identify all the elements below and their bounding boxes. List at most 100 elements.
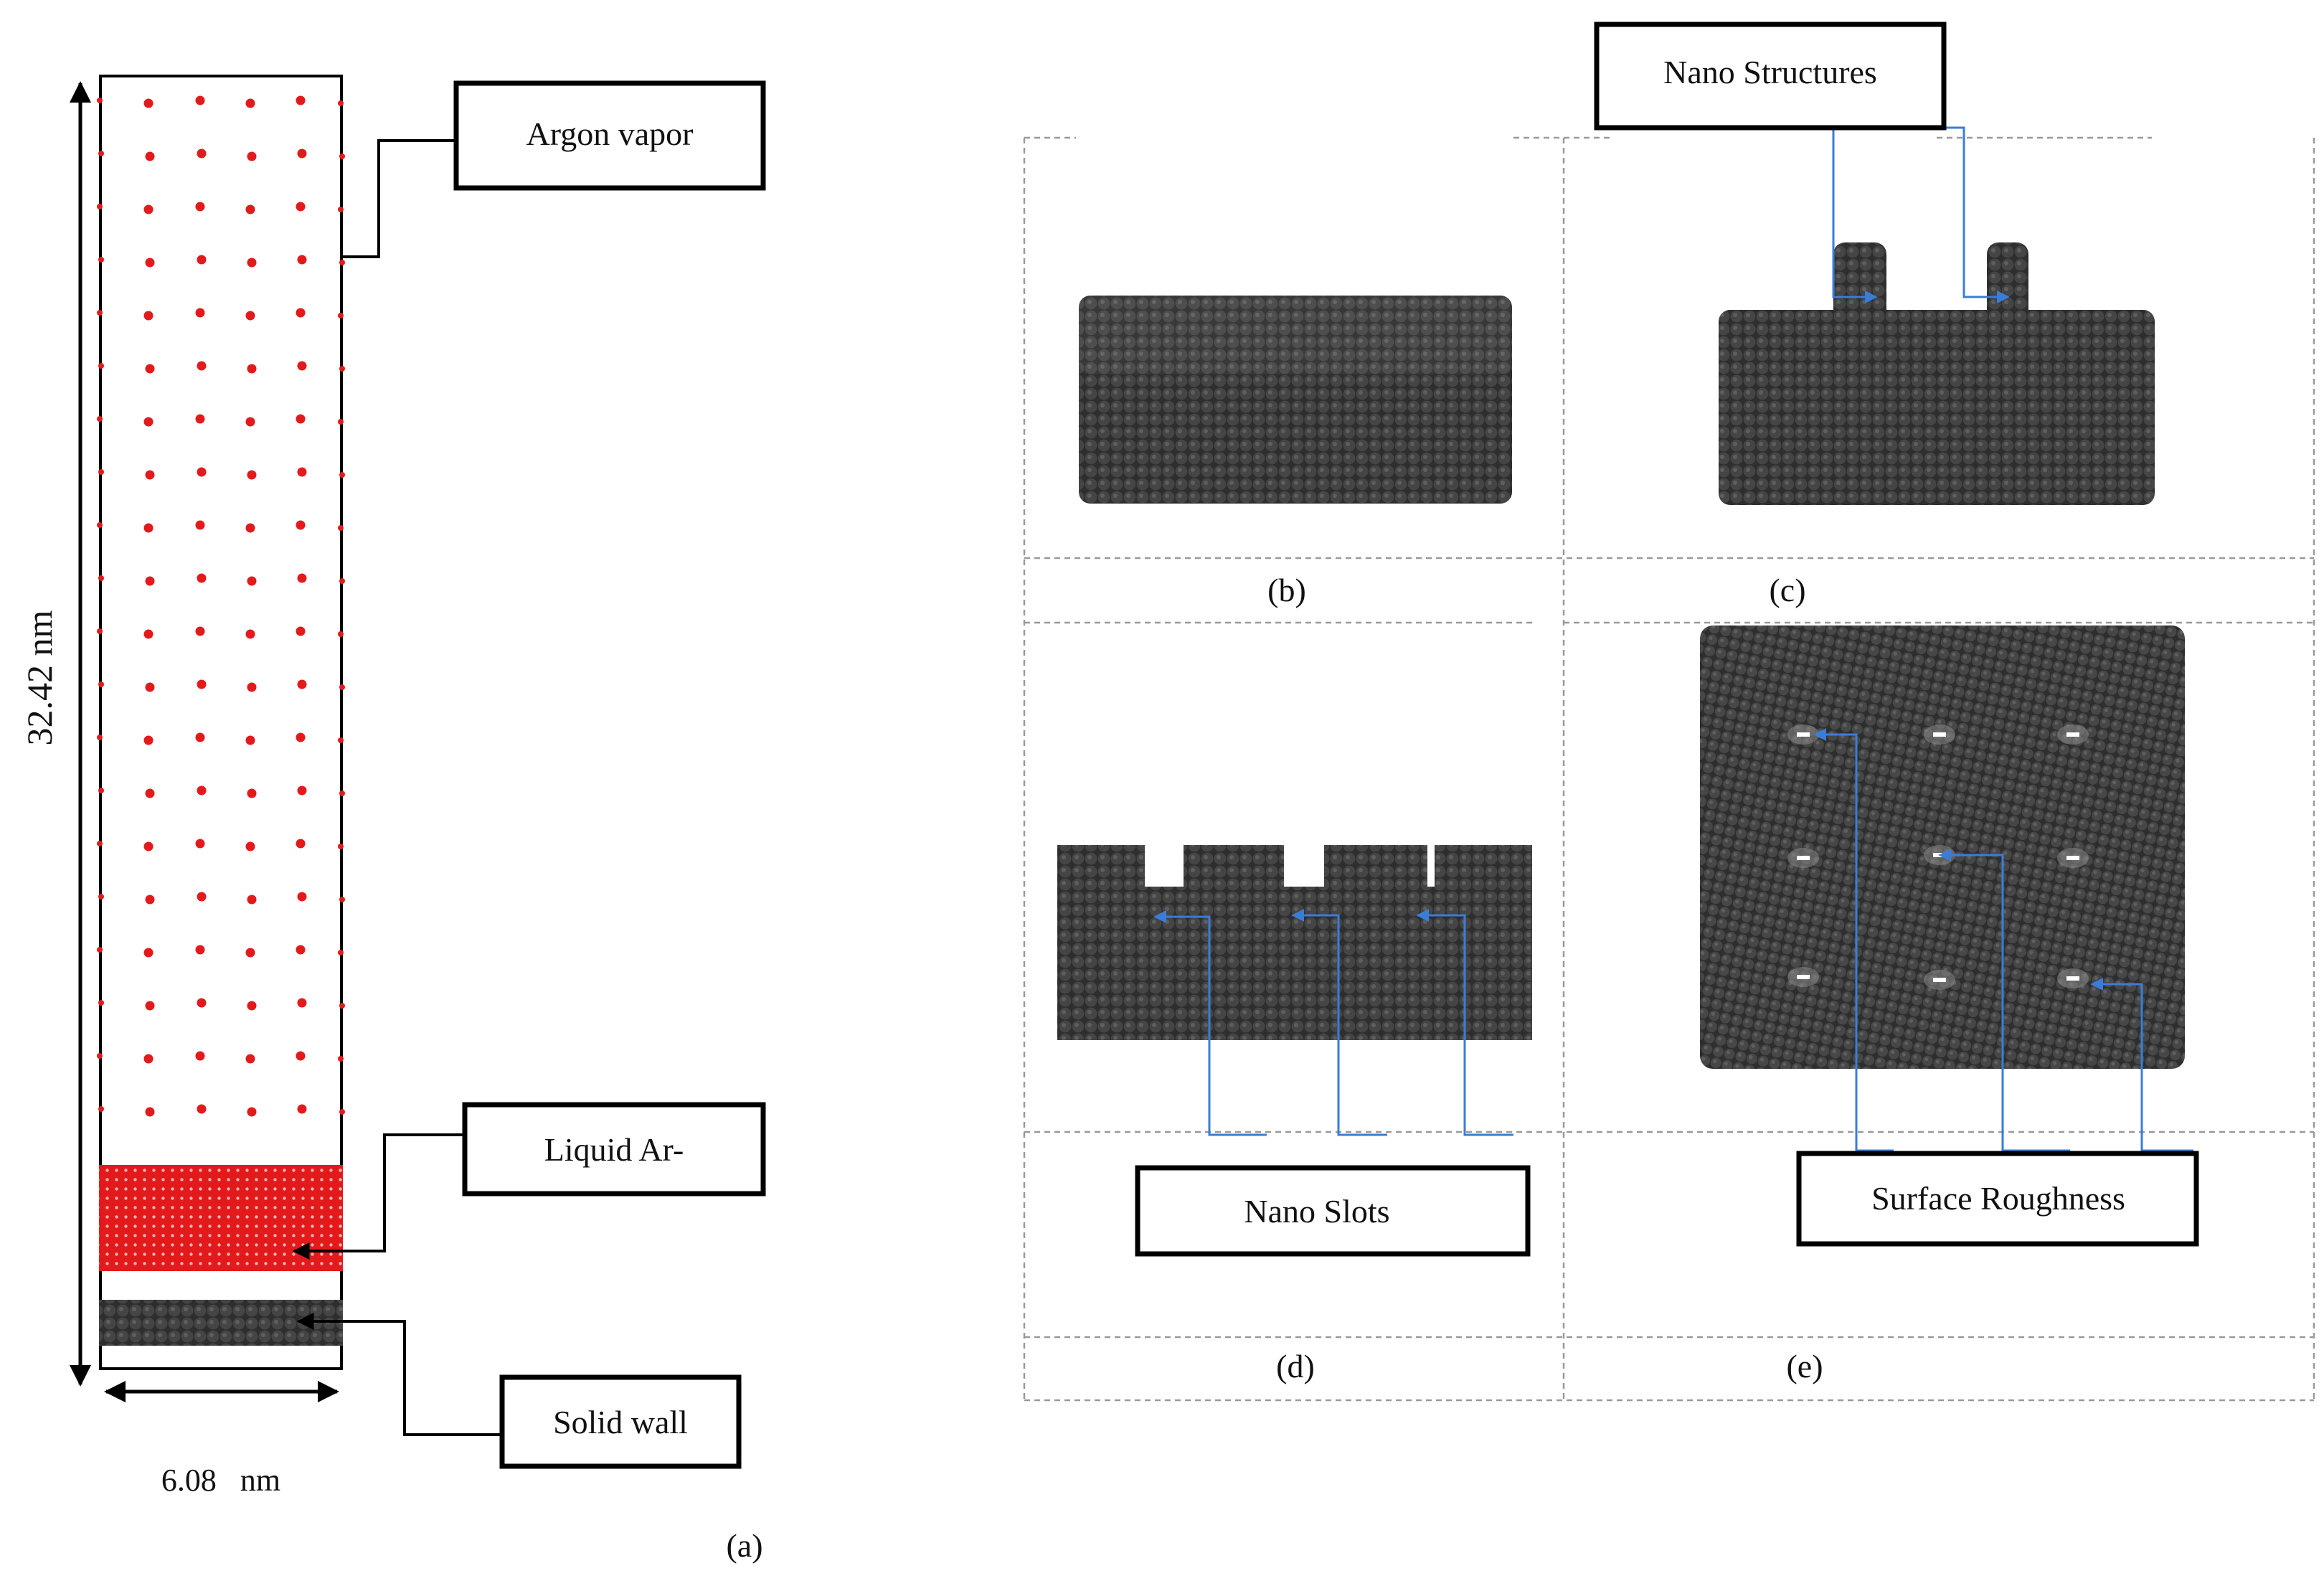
argon-atom — [245, 98, 255, 108]
panel-e: Surface Roughness (e) — [1700, 626, 2199, 1384]
argon-atom — [339, 154, 345, 159]
panel-grid — [1023, 136, 2315, 1402]
panel-b: (b) — [1079, 296, 1512, 608]
roughness-label-box — [1796, 1151, 2199, 1247]
roughness-pointer-1 — [1813, 728, 1894, 1152]
height-dimension-label: 32.42 nm — [19, 610, 60, 745]
argon-atom — [338, 737, 344, 743]
argon-atom — [339, 578, 345, 584]
argon-atom — [339, 366, 345, 372]
argon-atom — [296, 732, 306, 742]
argon-atom — [98, 788, 104, 793]
argon-atom — [338, 100, 344, 106]
argon-atom — [145, 1001, 155, 1011]
slot-pointer-2 — [1291, 909, 1387, 1136]
argon-atom — [98, 363, 104, 369]
argon-atom — [98, 469, 104, 475]
argon-atom — [145, 576, 155, 586]
argon-atom — [143, 98, 153, 108]
argon-atom — [97, 98, 103, 103]
argon-atom — [296, 308, 306, 318]
argon-atom — [338, 844, 344, 849]
vapor-label-box — [453, 80, 766, 191]
argon-atom — [247, 788, 257, 798]
nano-slots-label: Nano Slots — [1244, 1193, 1389, 1230]
argon-atom — [245, 523, 255, 533]
argon-atom — [297, 785, 307, 796]
argon-atom — [197, 573, 207, 583]
wall-leader-line — [296, 1313, 502, 1436]
argon-atom — [338, 1056, 344, 1062]
argon-atom — [296, 839, 306, 849]
roughness-pit — [2057, 848, 2089, 868]
roughness-pit — [1924, 725, 1955, 745]
argon-atom — [245, 417, 255, 427]
roughness-pointer-2 — [1938, 849, 2070, 1152]
argon-atom — [245, 311, 255, 321]
argon-atom — [145, 895, 155, 905]
argon-atom — [97, 416, 103, 422]
argon-atom — [98, 575, 104, 581]
liquid-argon-layer — [99, 1165, 343, 1271]
argon-atom — [97, 628, 103, 634]
argon-atom — [195, 839, 205, 849]
nanostructure-pillar-right — [1987, 242, 2028, 336]
argon-atom — [297, 467, 307, 477]
argon-atom — [98, 1000, 104, 1006]
argon-atom — [339, 1003, 345, 1009]
argon-atom — [97, 1053, 103, 1059]
argon-atom — [297, 148, 307, 159]
panel-d-caption: (d) — [1276, 1348, 1315, 1384]
argon-atom — [296, 626, 306, 636]
argon-atom — [197, 892, 207, 902]
argon-atom — [245, 948, 255, 958]
argon-atom — [197, 148, 207, 159]
argon-atom — [247, 576, 257, 586]
argon-atom — [247, 364, 257, 374]
argon-atom — [145, 364, 155, 374]
roughness-pit — [2057, 725, 2089, 745]
argon-atom — [195, 202, 205, 212]
panel-a-caption: (a) — [726, 1527, 762, 1564]
roughness-pit — [1924, 970, 1955, 990]
argon-atom — [195, 520, 205, 530]
argon-atom — [197, 255, 207, 265]
argon-atom — [245, 1054, 255, 1064]
argon-atom — [245, 204, 255, 214]
argon-atom — [247, 682, 257, 692]
vapor-label: Argon vapor — [526, 115, 694, 152]
argon-atom — [97, 841, 103, 846]
argon-atom — [195, 1051, 205, 1061]
argon-atom — [338, 419, 344, 425]
argon-vapor-atoms — [97, 95, 345, 1117]
wall-label-box — [499, 1374, 742, 1469]
panel-c: Nano Structures (c) — [1594, 22, 2155, 608]
argon-atom — [143, 1054, 153, 1064]
argon-atom — [197, 467, 207, 477]
argon-atom — [195, 308, 205, 318]
argon-atom — [97, 310, 103, 316]
flat-surface-slab — [1079, 296, 1512, 504]
argon-atom — [297, 679, 307, 689]
argon-atom — [297, 361, 307, 371]
roughness-pointer-3 — [2090, 978, 2193, 1152]
argon-atom — [338, 525, 344, 531]
argon-atom — [145, 682, 155, 692]
argon-atom — [296, 1051, 306, 1061]
argon-atom — [197, 1104, 207, 1114]
panel-d: Nano Slots (d) — [1057, 845, 1532, 1384]
argon-atom — [145, 258, 155, 268]
nanostructure-pillar-left — [1833, 242, 1886, 336]
argon-atom — [296, 95, 306, 105]
argon-atom — [98, 257, 104, 263]
argon-atom — [339, 1109, 345, 1115]
liquid-leader-line — [292, 1133, 465, 1260]
liquid-label-box — [462, 1102, 766, 1197]
argon-atom — [247, 258, 257, 268]
roughness-pit — [1787, 967, 1819, 987]
panel-b-caption: (b) — [1267, 572, 1306, 608]
argon-atom — [296, 414, 306, 424]
argon-atom — [297, 573, 307, 583]
argon-atom — [339, 790, 345, 796]
